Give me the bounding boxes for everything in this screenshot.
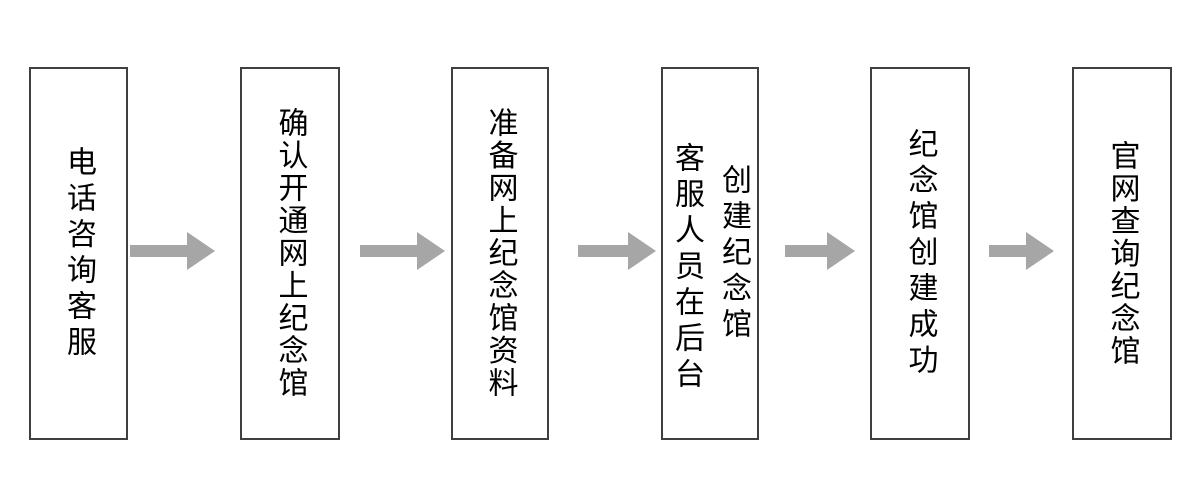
right-arrow-icon <box>989 232 1054 270</box>
arrow-shaft <box>578 245 629 257</box>
flow-step-4-line-1: 客服人员在后台 <box>670 141 703 394</box>
flow-step-3: 准备网上纪念馆资料 <box>451 67 549 440</box>
arrow-head <box>417 232 445 270</box>
arrow-head <box>1026 232 1054 270</box>
flow-step-5-label: 纪念馆创建成功 <box>903 127 937 380</box>
flow-step-5: 纪念馆创建成功 <box>870 67 970 440</box>
flow-step-3-label: 准备网上纪念馆资料 <box>483 107 517 400</box>
flow-step-4-label: 客服人员在后台 创建纪念馆 <box>670 128 750 394</box>
right-arrow-icon <box>578 232 656 270</box>
arrow-head <box>187 232 215 270</box>
flow-step-6: 官网查询纪念馆 <box>1072 67 1172 440</box>
flow-step-1: 电话咨询客服 <box>29 67 128 440</box>
flow-step-2: 确认开通网上纪念馆 <box>240 67 340 440</box>
flow-step-2-label: 确认开通网上纪念馆 <box>273 107 307 400</box>
arrow-shaft <box>785 245 828 257</box>
arrow-shaft <box>360 245 418 257</box>
arrow-head <box>827 232 855 270</box>
flow-step-4-line-2: 创建纪念馆 <box>717 163 750 344</box>
flow-step-6-label: 官网查询纪念馆 <box>1105 139 1139 368</box>
flow-step-1-label: 电话咨询客服 <box>62 145 95 362</box>
right-arrow-icon <box>785 232 855 270</box>
arrow-shaft <box>130 245 188 257</box>
arrow-shaft <box>989 245 1027 257</box>
flow-step-4: 客服人员在后台 创建纪念馆 <box>661 67 759 440</box>
right-arrow-icon <box>360 232 445 270</box>
arrow-head <box>628 232 656 270</box>
right-arrow-icon <box>130 232 215 270</box>
